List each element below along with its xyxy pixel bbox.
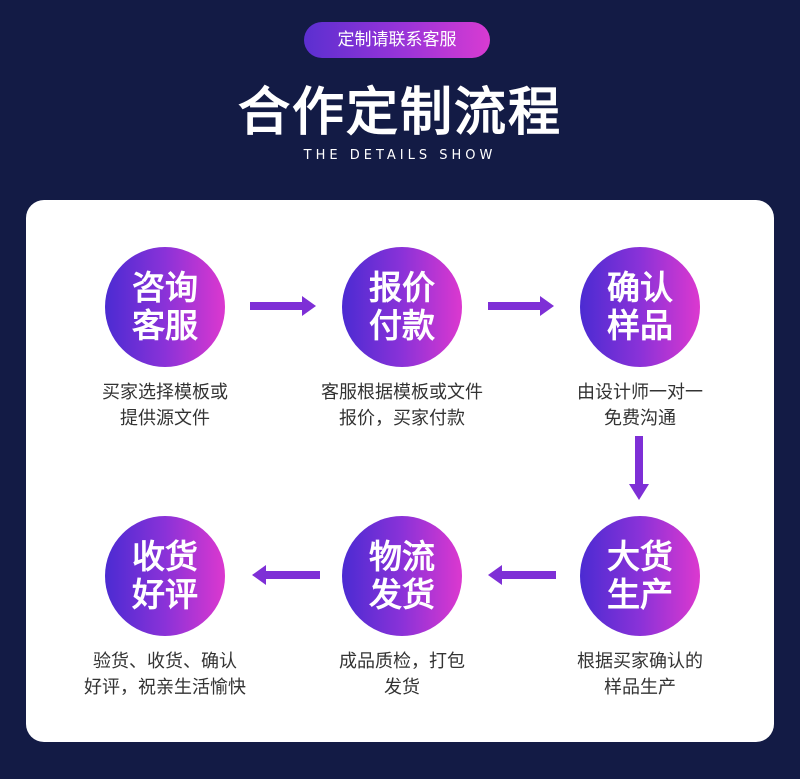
page-subtitle: THE DETAILS SHOW [303,148,497,163]
step-desc-line2: 报价，买家付款 [339,408,465,429]
step-circle-receive: 收货 好评 [105,516,225,636]
step-title-line1: 大货 [607,537,673,576]
step-circle-produce: 大货 生产 [580,516,700,636]
step-title-line2: 生产 [607,575,673,614]
arrow-left-icon [488,565,556,585]
step-desc-line1: 客服根据模板或文件 [321,382,483,403]
step-desc-line2: 免费沟通 [604,408,676,429]
step-title-line1: 报价 [369,268,435,307]
step-circle-consult: 咨询 客服 [105,247,225,367]
step-desc-line2: 样品生产 [604,677,676,698]
contact-service-badge: 定制请联系客服 [304,22,490,58]
arrow-down-icon [629,436,649,500]
step-desc-line2: 好评，祝亲生活愉快 [84,677,246,698]
step-title-line2: 客服 [132,306,198,345]
step-title-line1: 确认 [607,268,673,307]
step-desc-line2: 发货 [384,677,420,698]
step-desc-line1: 根据买家确认的 [577,651,703,672]
step-desc-sample: 由设计师一对一 免费沟通 [530,380,750,432]
step-title-line2: 好评 [132,575,198,614]
process-card: 咨询 客服 买家选择模板或 提供源文件 报价 付款 客服根据模板或文件 报价，买… [26,200,774,742]
step-desc-quote: 客服根据模板或文件 报价，买家付款 [292,380,512,432]
step-title-line2: 付款 [369,306,435,345]
step-desc-ship: 成品质检，打包 发货 [292,649,512,701]
step-desc-consult: 买家选择模板或 提供源文件 [55,380,275,432]
step-circle-ship: 物流 发货 [342,516,462,636]
step-circle-sample: 确认 样品 [580,247,700,367]
step-desc-receive: 验货、收货、确认 好评，祝亲生活愉快 [55,649,275,701]
step-title-line2: 样品 [607,306,673,345]
arrow-right-icon [250,296,316,316]
step-title-line2: 发货 [369,575,435,614]
step-title-line1: 咨询 [132,268,198,307]
arrow-left-icon [252,565,320,585]
page-title: 合作定制流程 [237,83,562,143]
step-desc-line2: 提供源文件 [120,408,210,429]
arrow-right-icon [488,296,554,316]
step-circle-quote: 报价 付款 [342,247,462,367]
step-title-line1: 物流 [369,537,435,576]
step-desc-line1: 成品质检，打包 [339,651,465,672]
step-title-line1: 收货 [132,537,198,576]
step-desc-line1: 买家选择模板或 [102,382,228,403]
step-desc-produce: 根据买家确认的 样品生产 [530,649,750,701]
step-desc-line1: 由设计师一对一 [577,382,703,403]
step-desc-line1: 验货、收货、确认 [93,651,237,672]
